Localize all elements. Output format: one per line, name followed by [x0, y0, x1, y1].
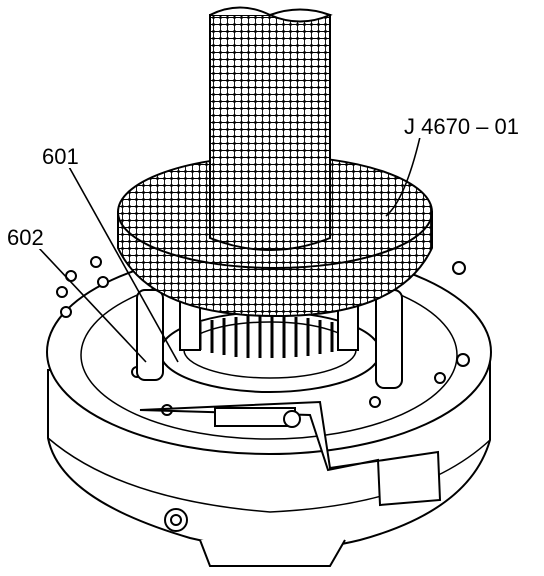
- leader-lines: [37, 136, 421, 363]
- callout-tool-number: J 4670 – 01: [403, 114, 520, 139]
- leader-tool: [385, 136, 421, 217]
- callout-602: 602: [6, 225, 45, 250]
- pump-front-block: [139, 400, 442, 532]
- leader-601: [67, 164, 179, 363]
- leader-602: [37, 246, 147, 363]
- callout-601: 601: [41, 144, 80, 169]
- tool-handle: [209, 6, 333, 251]
- pump-gear-ring: [159, 311, 381, 393]
